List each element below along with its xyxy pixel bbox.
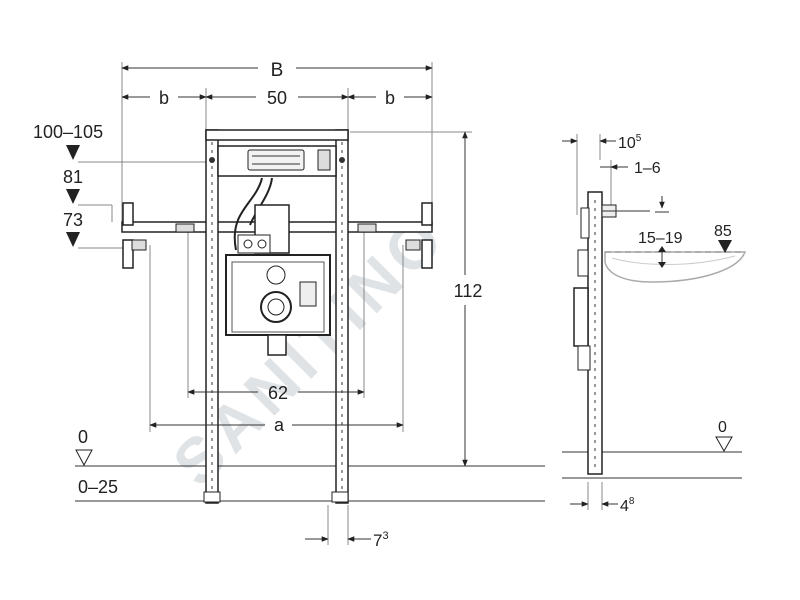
level-marker-zero (75, 449, 93, 467)
dim-label-B: B (271, 60, 284, 81)
range-arrow-down (658, 262, 666, 268)
valve-icon (257, 239, 267, 249)
dim-label-50: 50 (267, 88, 287, 108)
dim-label-depth: 105 (618, 133, 642, 152)
dim-label-62: 62 (268, 383, 288, 403)
side-drain (577, 345, 591, 371)
fixing-hole (209, 157, 215, 163)
side-cistern-box (573, 287, 589, 347)
front-view: B b 50 b 62 a 112 100–105 81 73 0 0–25 (33, 60, 545, 550)
top-crossbar (205, 129, 349, 141)
level-label-zero: 0 (78, 427, 88, 447)
drain-inner (267, 298, 285, 316)
mounting-box-inner (231, 261, 325, 333)
clamp (175, 223, 195, 233)
level-marker-height (718, 240, 732, 253)
dim-label-a: a (274, 415, 285, 435)
dim-label-112: 112 (454, 281, 483, 301)
drain-pipe (267, 334, 287, 356)
side-bracket-top (580, 207, 590, 239)
level-label-upper: 81 (63, 167, 83, 187)
level-marker-upper (66, 189, 80, 204)
bracket-left-top (122, 202, 134, 226)
bracket-left-bottom (122, 239, 134, 269)
siphon-part (299, 281, 317, 307)
dim-label-foot: 48 (620, 496, 635, 515)
dim-label-range: 15–19 (638, 230, 683, 247)
level-label-height: 85 (714, 223, 732, 240)
washbasin-outline (604, 251, 747, 283)
side-level-marker-zero (715, 436, 733, 453)
level-marker-top (66, 145, 80, 160)
washbasin-inner (611, 255, 736, 265)
valve-icon (243, 239, 253, 249)
bracket-right-top (421, 202, 433, 226)
dim-label-offset: 1–6 (634, 160, 661, 177)
side-view: 105 1–6 15–19 85 0 48 (562, 133, 747, 515)
foot-right (331, 491, 349, 503)
side-bracket-mid (577, 249, 589, 277)
dim-label-b-left: b (159, 88, 169, 108)
supply-hose (249, 177, 273, 226)
side-level-label-zero: 0 (718, 419, 727, 436)
clamp (357, 223, 377, 233)
supply-hose (233, 177, 263, 251)
trap-icon (266, 265, 286, 285)
clamp (405, 239, 421, 251)
foot-left (203, 491, 221, 503)
flush-button-panel (247, 149, 305, 171)
level-label-floor: 0–25 (78, 477, 118, 497)
dim-label-b-right: b (385, 88, 395, 108)
level-label-top: 100–105 (33, 122, 103, 142)
fixing-hole (339, 157, 345, 163)
actuator-clip (317, 149, 331, 171)
bracket-right-bottom (421, 239, 433, 269)
range-arrow-up (658, 246, 666, 252)
level-marker-lower (66, 232, 80, 247)
dim-label-leg: 73 (373, 530, 389, 550)
level-label-lower: 73 (63, 210, 83, 230)
clamp (131, 239, 147, 251)
